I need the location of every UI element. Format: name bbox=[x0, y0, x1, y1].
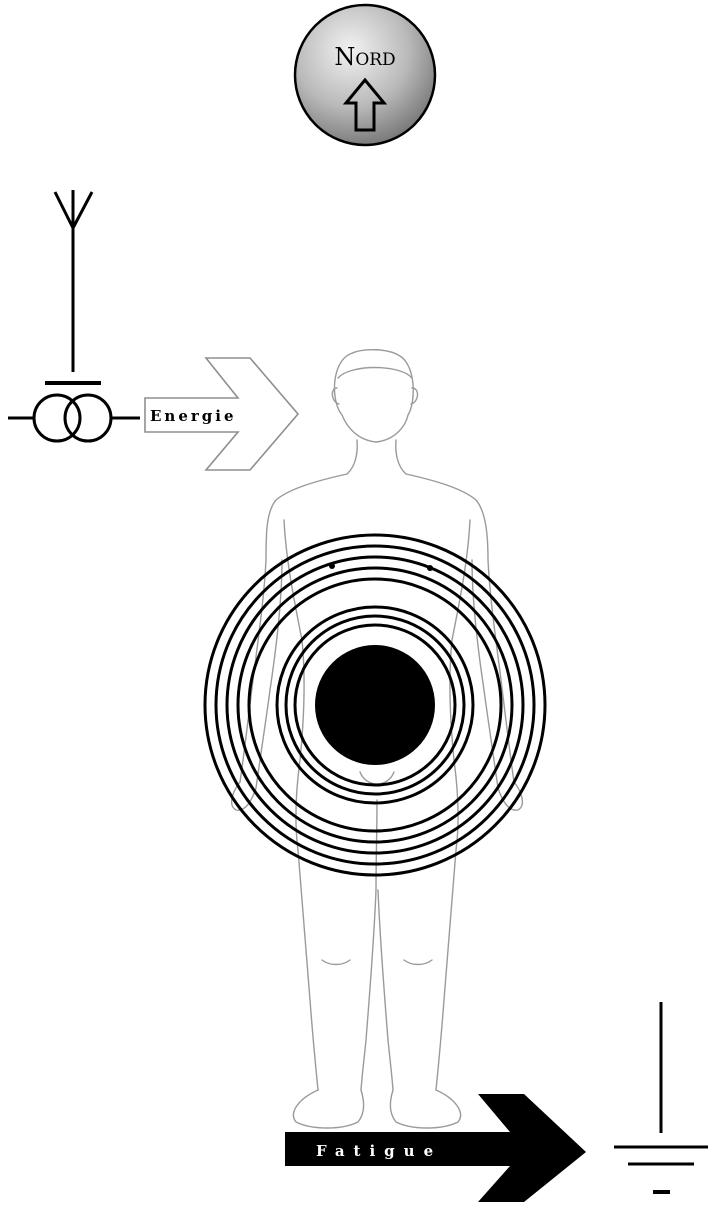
compass-disc bbox=[295, 5, 435, 145]
ground-icon bbox=[614, 1002, 708, 1192]
energie-label: Energie bbox=[150, 407, 237, 425]
fatigue-label: Fatigue bbox=[316, 1142, 442, 1160]
compass-badge: Nord bbox=[295, 5, 435, 145]
figure-head bbox=[334, 350, 413, 442]
center-dot bbox=[315, 645, 435, 765]
antenna-icon bbox=[55, 190, 92, 372]
energie-arrow: Energie bbox=[145, 358, 298, 470]
transformer-icon bbox=[8, 395, 140, 441]
compass-label: Nord bbox=[334, 43, 395, 71]
fatigue-arrow: Fatigue bbox=[285, 1094, 586, 1202]
